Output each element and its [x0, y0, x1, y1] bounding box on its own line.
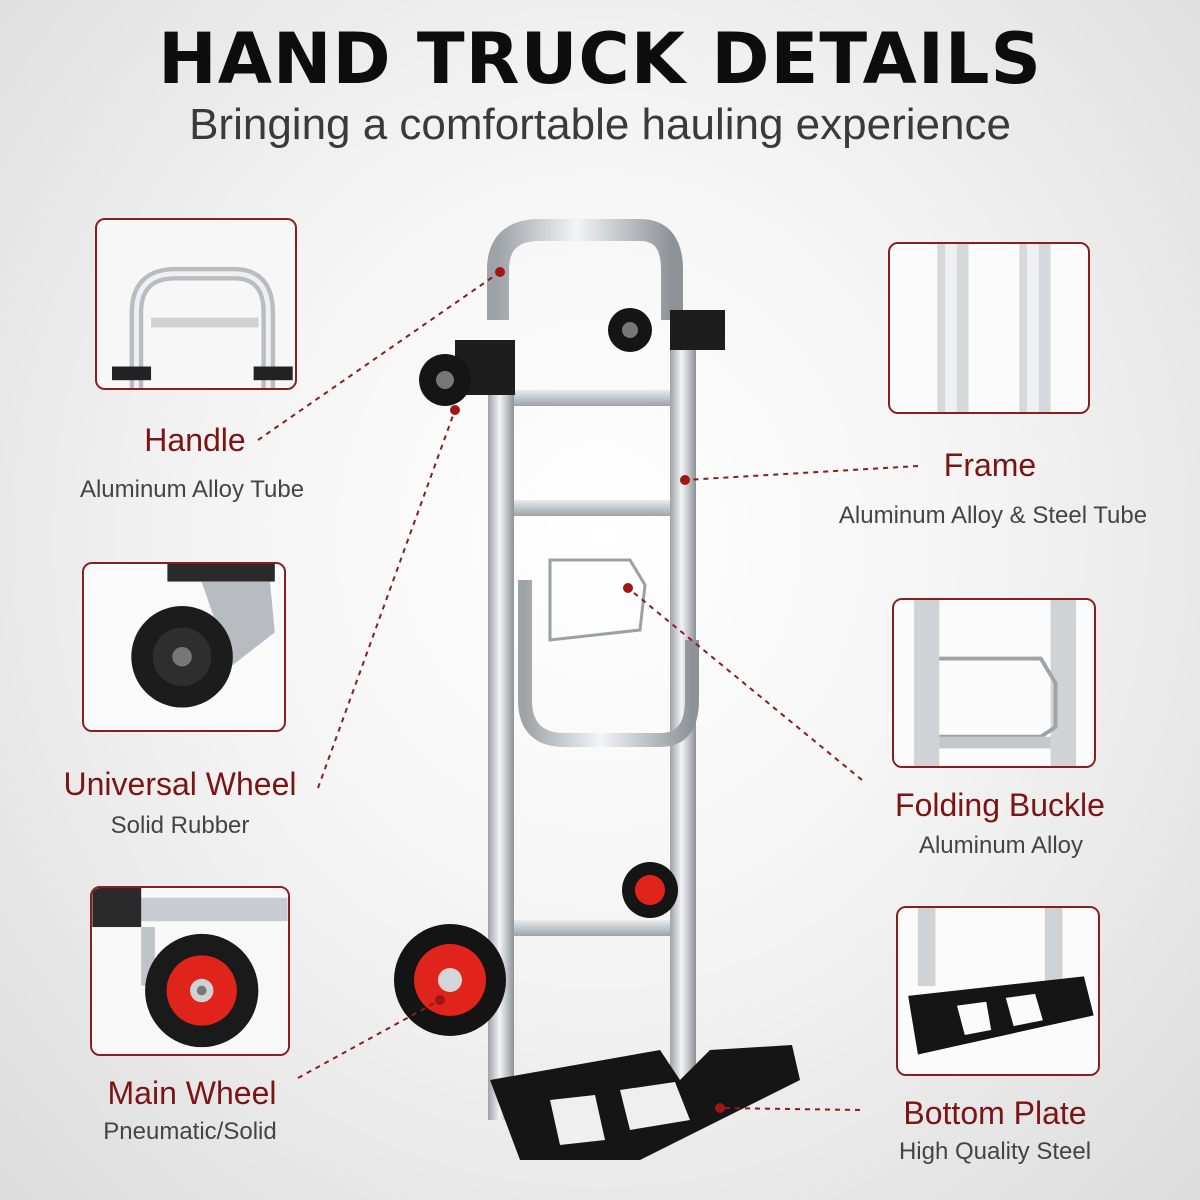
frame-thumbnail: [888, 242, 1090, 414]
handle-thumbnail: [95, 218, 297, 390]
handle-image: [97, 220, 295, 388]
universal-wheel-material: Solid Rubber: [110, 812, 250, 839]
universal-wheel-image: [84, 564, 284, 730]
handle-material: Aluminum Alloy Tube: [79, 476, 305, 503]
bottom-plate-image: [898, 908, 1098, 1074]
folding-buckle-material: Aluminum Alloy: [918, 832, 1084, 859]
page-subtitle: Bringing a comfortable hauling experienc…: [189, 100, 1011, 149]
bottom-plate-label: Bottom Plate: [903, 1095, 1087, 1131]
frame-image: [890, 244, 1088, 412]
main-wheel-material: Pneumatic/Solid: [103, 1118, 277, 1145]
handle-label: Handle: [144, 422, 246, 458]
folding-buckle-image: [894, 600, 1094, 766]
main-wheel-label: Main Wheel: [107, 1075, 277, 1111]
hand-truck-image: [394, 219, 800, 1160]
folding-buckle-label: Folding Buckle: [895, 787, 1105, 823]
page-title: HAND TRUCK DETAILS: [158, 18, 1042, 100]
universal-wheel-thumbnail: [82, 562, 286, 732]
bottom-plate-thumbnail: [896, 906, 1100, 1076]
main-wheel-thumbnail: [90, 886, 290, 1056]
frame-material: Aluminum Alloy & Steel Tube: [838, 502, 1148, 529]
folding-buckle-thumbnail: [892, 598, 1096, 768]
universal-wheel-label: Universal Wheel: [63, 766, 297, 802]
main-wheel-image: [92, 888, 288, 1054]
frame-label: Frame: [943, 447, 1037, 483]
bottom-plate-material: High Quality Steel: [898, 1138, 1092, 1165]
